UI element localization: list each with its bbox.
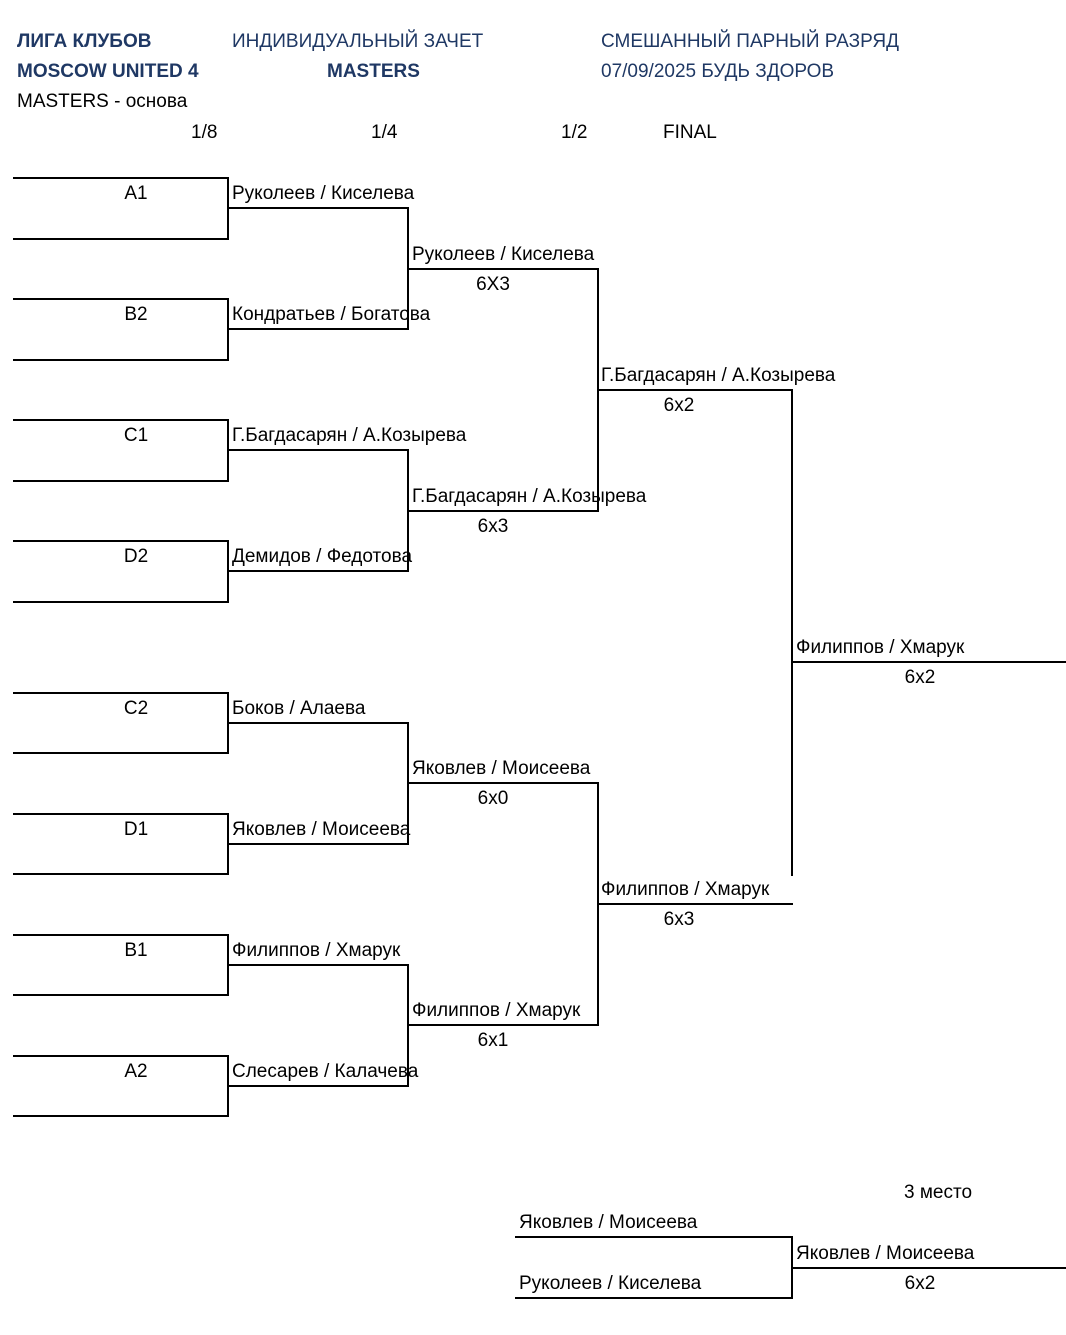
seed-box-bottom-line [13, 994, 229, 996]
league-title: ЛИГА КЛУБОВ [17, 31, 152, 52]
third-place-score: 6х2 [904, 1273, 936, 1294]
qf-line [407, 782, 599, 784]
round-header-r16: 1/8 [191, 122, 218, 143]
seed-label-b1: B1 [124, 940, 148, 961]
seed-label-c2: C2 [123, 698, 149, 719]
seed-box-top-line [13, 540, 229, 542]
round-header-qf: 1/4 [371, 122, 398, 143]
third-place-label: 3 место [904, 1182, 973, 1203]
level-label: MASTERS [327, 61, 420, 82]
seed-box-top-line [13, 692, 229, 694]
r16-pair-a2: Слесарев / Калачева [232, 1061, 419, 1082]
third-place-winner: Яковлев / Моисеева [796, 1243, 975, 1264]
seed-box-top-line [13, 177, 229, 179]
r16-pair-b2: Кондратьев / Богатова [232, 304, 431, 325]
seed-label-d1: D1 [123, 819, 149, 840]
qf-line [407, 268, 599, 270]
final-score: 6х2 [904, 667, 936, 688]
tournament-title: MOSCOW UNITED 4 [17, 61, 199, 82]
seed-box-bottom-line [13, 873, 229, 875]
qf-winner-1: Руколеев / Киселева [412, 244, 595, 265]
seed-box-bottom-line [13, 238, 229, 240]
qf-line [407, 1024, 599, 1026]
r16-line [227, 964, 409, 966]
r16-pair-c1: Г.Багдасарян / А.Козырева [232, 425, 467, 446]
seed-label-b2: B2 [124, 304, 148, 325]
r16-pair-d1: Яковлев / Моисеева [232, 819, 411, 840]
seed-box-top-line [13, 419, 229, 421]
division-label: MASTERS - основа [17, 91, 188, 112]
r16-pair-b1: Филиппов / Хмарук [232, 940, 401, 961]
seed-box-bottom-line [13, 1115, 229, 1117]
r16-pair-a1: Руколеев / Киселева [232, 183, 415, 204]
r16-pair-c2: Боков / Алаева [232, 698, 366, 719]
seed-label-a2: A2 [124, 1061, 148, 1082]
qf-line [407, 510, 599, 512]
qf-score-2: 6х3 [477, 516, 509, 537]
qf-winner-3: Яковлев / Моисеева [412, 758, 591, 779]
round-header-final: FINAL [663, 122, 717, 143]
third-place-pair-bottom: Руколеев / Киселева [519, 1273, 702, 1294]
seed-box-top-line [13, 1055, 229, 1057]
qf-winner-2: Г.Багдасарян / А.Козырева [412, 486, 647, 507]
third-place-line-top [515, 1236, 793, 1238]
final-winner: Филиппов / Хмарук [796, 637, 965, 658]
r16-line [227, 328, 409, 330]
seed-box-top-line [13, 934, 229, 936]
r16-line [227, 570, 409, 572]
third-place-line-bottom [515, 1297, 793, 1299]
r16-pair-d2: Демидов / Федотова [232, 546, 413, 567]
final-line [791, 661, 1066, 663]
seed-box-bottom-line [13, 359, 229, 361]
seed-box-bottom-line [13, 752, 229, 754]
seed-label-c1: C1 [123, 425, 149, 446]
sf-winner-2: Филиппов / Хмарук [601, 879, 770, 900]
event-type-label: ИНДИВИДУАЛЬНЫЙ ЗАЧЕТ [232, 31, 484, 52]
r16-line [227, 722, 409, 724]
third-place-winner-line [791, 1267, 1066, 1269]
third-place-pair-top: Яковлев / Моисеева [519, 1212, 698, 1233]
seed-label-a1: A1 [124, 183, 148, 204]
qf-score-1: 6Х3 [476, 274, 510, 295]
seed-label-d2: D2 [123, 546, 149, 567]
seed-box-bottom-line [13, 480, 229, 482]
r16-line [227, 843, 409, 845]
seed-box-top-line [13, 813, 229, 815]
category-label: СМЕШАННЫЙ ПАРНЫЙ РАЗРЯД [601, 31, 899, 52]
date-venue-label: 07/09/2025 БУДЬ ЗДОРОВ [601, 61, 835, 82]
r16-line [227, 207, 409, 209]
sf-line [597, 389, 793, 391]
sf-line [597, 903, 793, 905]
r16-line [227, 1085, 409, 1087]
sf-winner-1: Г.Багдасарян / А.Козырева [601, 365, 836, 386]
qf-score-3: 6х0 [477, 788, 509, 809]
round-header-sf: 1/2 [561, 122, 588, 143]
connector-line [791, 389, 793, 876]
seed-box-bottom-line [13, 601, 229, 603]
sf-score-1: 6х2 [663, 395, 695, 416]
r16-line [227, 449, 409, 451]
qf-score-4: 6х1 [477, 1030, 509, 1051]
sf-score-2: 6х3 [663, 909, 695, 930]
seed-box-top-line [13, 298, 229, 300]
qf-winner-4: Филиппов / Хмарук [412, 1000, 581, 1021]
